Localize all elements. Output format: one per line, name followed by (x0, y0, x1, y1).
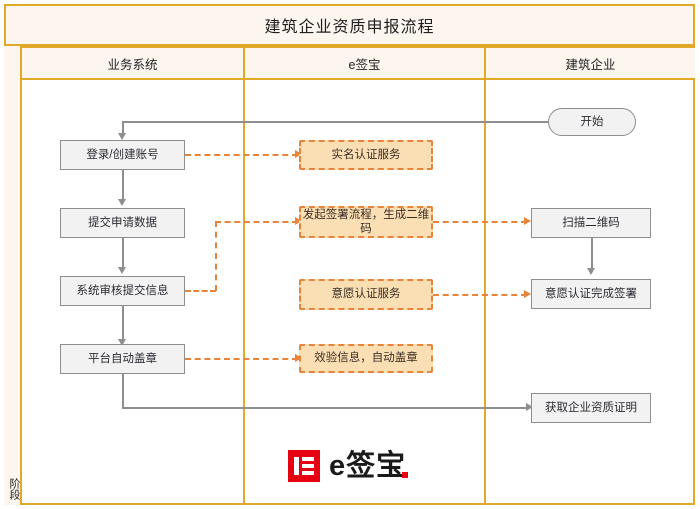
node-will-auth-complete-sign[interactable]: 意愿认证完成签署 (531, 279, 651, 309)
connector-review-to-sign-h1 (185, 290, 216, 292)
arrowhead-review-to-sign (295, 217, 302, 225)
esign-logo: e签宝 (288, 450, 409, 482)
arrowhead-review-to-seal (118, 339, 126, 346)
node-will-auth-service[interactable]: 意愿认证服务 (299, 279, 433, 310)
connector-seal-to-certificate-vertical (122, 374, 124, 408)
logo-bar-vertical (294, 457, 299, 475)
node-login-create-account[interactable]: 登录/创建账号 (60, 140, 185, 170)
connector-submit-to-review (122, 238, 124, 269)
node-submit-application-data[interactable]: 提交申请数据 (60, 208, 185, 238)
node-real-name-auth-service[interactable]: 实名认证服务 (299, 140, 433, 170)
connector-scan-to-willsign (591, 238, 593, 270)
lane-axis-label: 阶段 (8, 478, 20, 500)
node-start[interactable]: 开始 (548, 108, 636, 136)
lane-header-construction-enterprise: 建筑企业 (484, 48, 695, 78)
page-title: 建筑企业资质申报流程 (264, 19, 435, 36)
lane-header-esign: e签宝 (243, 48, 484, 78)
lane-divider-2 (484, 80, 486, 505)
esign-logo-text-wrap: e签宝 (329, 450, 409, 482)
node-platform-auto-seal[interactable]: 平台自动盖章 (60, 344, 185, 374)
esign-logo-dot (402, 472, 409, 478)
node-initiate-sign-flow-qr[interactable]: 发起签署流程，生成二维码 (299, 206, 433, 238)
connector-review-to-seal (122, 306, 124, 341)
lane-header-business-system: 业务系统 (107, 57, 158, 72)
diagram-title-band: 建筑企业资质申报流程 (4, 4, 695, 46)
connector-login-to-submit (122, 170, 124, 201)
node-scan-qr-code[interactable]: 扫描二维码 (531, 208, 651, 238)
arrowhead-start-to-login (118, 133, 126, 140)
connector-willauth-to-willsign (433, 294, 527, 296)
lane-header-row: 业务系统 e签宝 建筑企业 (22, 46, 695, 80)
arrowhead-submit-to-review (118, 267, 126, 274)
node-get-qualification-certificate[interactable]: 获取企业资质证明 (531, 393, 651, 423)
connector-login-to-realname (185, 154, 298, 156)
connector-seal-to-certificate-horizontal (122, 407, 528, 409)
connector-review-to-sign-h2 (215, 221, 298, 223)
logo-bar-horizontal-2 (302, 464, 314, 468)
arrowhead-willauth-to-willsign (524, 290, 531, 298)
arrowhead-login-to-realname (295, 150, 302, 158)
connector-sign-to-scan (433, 221, 527, 223)
connector-seal-to-verify (185, 358, 298, 360)
esign-logo-mark-icon (288, 450, 320, 482)
lane-divider-1 (243, 80, 245, 505)
logo-bar-horizontal-3 (302, 471, 314, 475)
arrowhead-login-to-submit (118, 199, 126, 206)
node-verify-info-auto-seal[interactable]: 效验信息，自动盖章 (299, 344, 433, 373)
connector-start-to-login-vertical (122, 121, 124, 135)
node-system-review-submitted-info[interactable]: 系统审核提交信息 (60, 276, 185, 306)
arrowhead-sign-to-scan (524, 217, 531, 225)
arrowhead-seal-to-verify (295, 354, 302, 362)
arrowhead-seal-to-certificate (526, 403, 533, 411)
logo-bar-horizontal-1 (302, 457, 314, 461)
connector-start-to-login-horizontal (122, 121, 548, 123)
arrowhead-scan-to-willsign (587, 268, 595, 275)
esign-logo-text: e签宝 (329, 450, 407, 482)
lane-axis-strip: 阶段 (4, 46, 22, 505)
connector-review-to-sign-vertical (215, 221, 217, 291)
